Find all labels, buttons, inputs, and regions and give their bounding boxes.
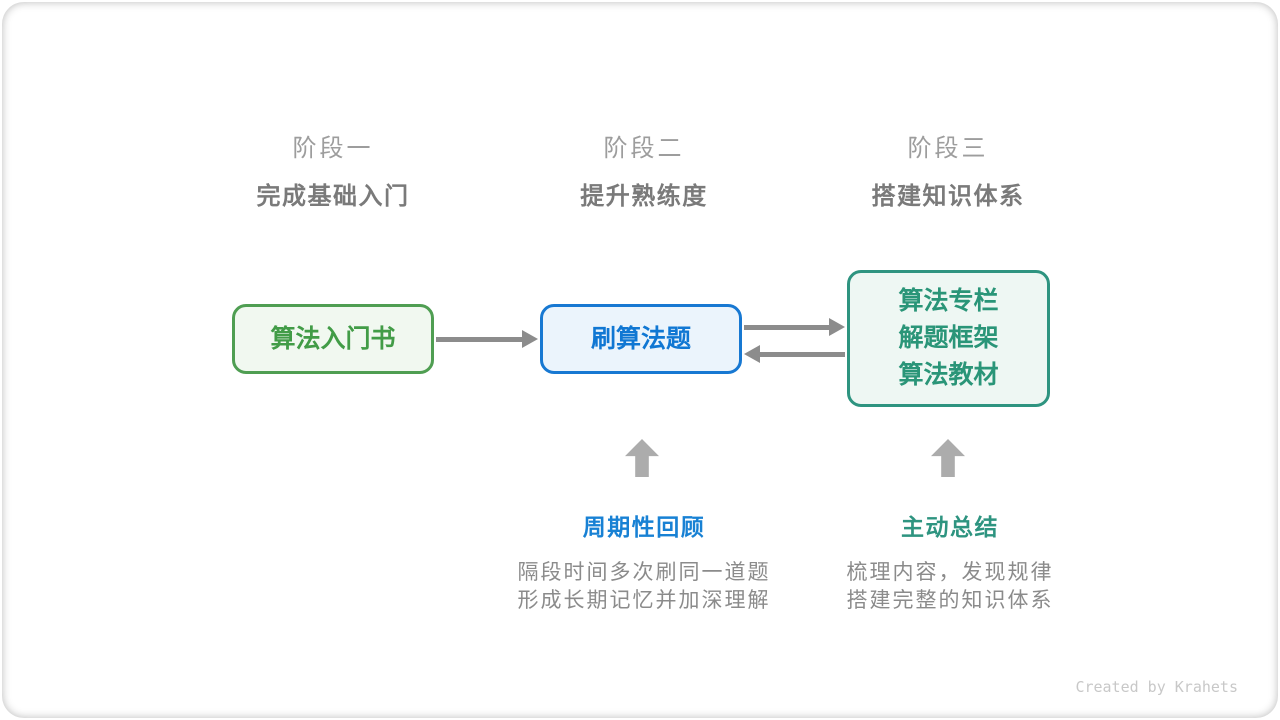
stage-3-title: 阶段三 (907, 135, 989, 162)
stage-2-title: 阶段二 (603, 135, 685, 162)
node-intro-book-label: 算法入门书 (270, 324, 396, 353)
node-resources-line-3: 算法教材 (898, 361, 999, 389)
annotation-periodic-review-desc: 隔段时间多次刷同一道题 形成长期记忆并加深理解 (518, 559, 771, 615)
arrow-head-icon (744, 345, 760, 363)
up-arrow-periodic-review-icon (625, 439, 659, 477)
credit-text: Created by Krahets (1075, 678, 1238, 696)
desc-line: 形成长期记忆并加深理解 (517, 589, 771, 612)
desc-line: 隔段时间多次刷同一道题 (517, 561, 771, 584)
stage-1-subtitle: 完成基础入门 (256, 183, 410, 210)
node-resources-line-1: 算法专栏 (898, 287, 999, 315)
arrow-stage1-to-stage2-icon (436, 330, 538, 348)
up-arrow-active-summary-icon (931, 439, 965, 477)
node-knowledge-resources: 算法专栏 解题框架 算法教材 (847, 270, 1050, 407)
node-practice-label: 刷算法题 (590, 324, 691, 353)
stage-1-title: 阶段一 (292, 135, 374, 162)
annotation-active-summary-desc: 梳理内容，发现规律 搭建完整的知识体系 (847, 559, 1054, 615)
node-resources-line-2: 解题框架 (898, 324, 999, 352)
arrow-shaft (744, 324, 831, 330)
annotation-periodic-review-title: 周期性回顾 (582, 514, 706, 540)
stage-2-subtitle: 提升熟练度 (580, 183, 708, 210)
desc-line: 搭建完整的知识体系 (846, 589, 1054, 612)
node-practice: 刷算法题 (540, 304, 742, 374)
arrow-stage2-to-stage3-icon (744, 318, 845, 336)
arrow-head-icon (829, 318, 845, 336)
arrow-head-icon (522, 330, 538, 348)
desc-line: 梳理内容，发现规律 (846, 561, 1054, 584)
stage-3-subtitle: 搭建知识体系 (871, 183, 1025, 210)
node-intro-book: 算法入门书 (232, 304, 434, 374)
annotation-active-summary-title: 主动总结 (901, 514, 999, 540)
arrow-shaft (436, 336, 524, 342)
arrow-shaft (758, 351, 845, 357)
arrow-stage3-to-stage2-icon (744, 345, 845, 363)
